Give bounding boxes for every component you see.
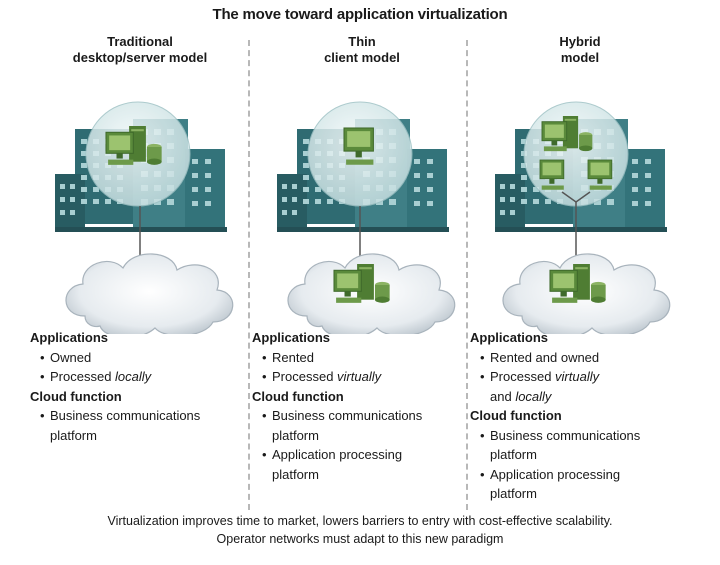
diagram-title: The move toward application virtualizati…	[212, 6, 508, 23]
column-text: Applications Rented and owned Processed …	[470, 328, 690, 504]
column-title: Traditional desktop/server model	[72, 34, 208, 65]
column-divider-2	[466, 40, 468, 510]
applications-heading: Applications	[30, 330, 109, 345]
column-traditional: Traditional desktop/server model Applica…	[30, 34, 250, 443]
column-title: Thin client model	[324, 34, 400, 65]
applications-list: Owned Processed locally	[30, 348, 250, 387]
column-title: Hybrid model	[559, 34, 601, 65]
column-text: Applications Rented Processed virtually …	[252, 328, 472, 484]
list-item: Rented and owned	[480, 348, 690, 368]
list-item: Rented	[262, 348, 472, 368]
traditional-illustration	[55, 101, 234, 334]
applications-heading: Applications	[470, 330, 549, 345]
thin-client-illustration	[277, 101, 456, 334]
cloud-function-heading: Cloud function	[30, 388, 122, 404]
applications-heading: Applications	[252, 330, 331, 345]
column-text: Applications Owned Processed locally Clo…	[30, 328, 250, 445]
list-item: Processed locally	[40, 367, 250, 387]
column-divider-1	[248, 40, 250, 510]
cloud-icon	[65, 253, 234, 334]
hybrid-illustration	[495, 101, 671, 334]
applications-list: Rented Processed virtually	[252, 348, 472, 387]
hybrid-locally-line: and locally	[490, 388, 552, 404]
column-hybrid: Hybrid model Applications Rented and own…	[470, 34, 690, 501]
cloud-function-heading: Cloud function	[252, 388, 344, 404]
list-item: Owned	[40, 348, 250, 368]
diagram-caption: Virtualization improves time to market, …	[107, 514, 613, 546]
column-thin-client: Thin client model Applications Rented Pr…	[252, 34, 472, 482]
list-item: Processed virtually	[262, 367, 472, 387]
applications-list: Rented and owned Processed virtuallyand …	[470, 348, 690, 407]
cloud-function-heading: Cloud function	[470, 408, 562, 423]
